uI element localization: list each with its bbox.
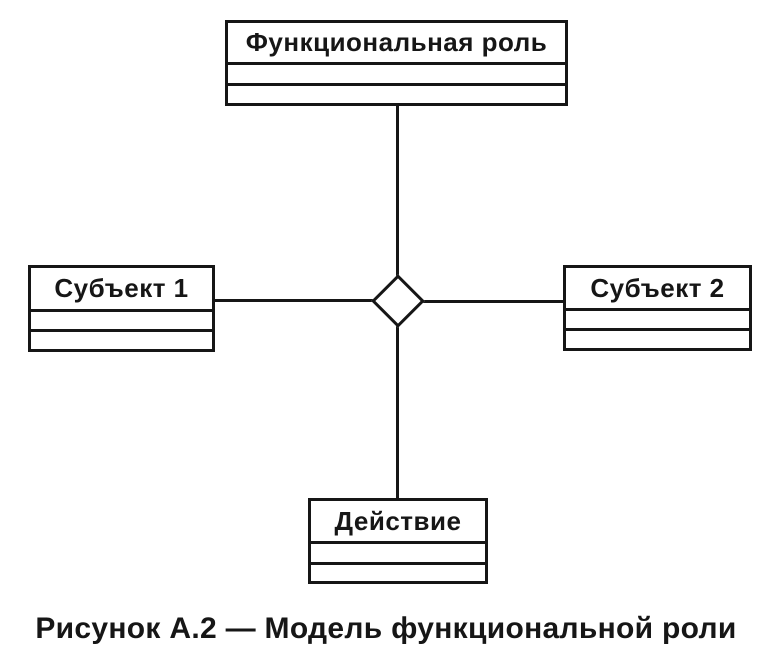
class-title-action: Действие <box>334 505 462 536</box>
class-attributes-compartment <box>31 309 212 329</box>
figure-caption: Рисунок А.2 — Модель функциональной роли <box>35 612 737 645</box>
class-operations-compartment <box>311 562 485 581</box>
association-line-action <box>396 326 399 499</box>
nary-association-diamond-icon <box>371 274 425 328</box>
class-attributes-compartment <box>228 62 565 83</box>
class-title-functional-role: Функциональная роль <box>245 27 548 57</box>
class-attributes-compartment <box>311 541 485 562</box>
class-attributes-compartment <box>566 308 749 328</box>
class-title-subject2: Субъект 2 <box>590 272 725 303</box>
class-operations-compartment <box>31 329 212 349</box>
association-line-subject1 <box>213 299 376 302</box>
class-box-action: Действие <box>308 498 488 584</box>
class-box-subject1: Субъект 1 <box>28 265 215 352</box>
class-box-subject2: Субъект 2 <box>563 265 752 351</box>
association-line-functional-role <box>396 104 399 276</box>
class-operations-compartment <box>228 83 565 103</box>
class-title-subject1: Субъект 1 <box>54 273 189 303</box>
association-line-subject2 <box>420 300 566 303</box>
class-operations-compartment <box>566 328 749 348</box>
class-box-functional-role: Функциональная роль <box>225 20 568 106</box>
